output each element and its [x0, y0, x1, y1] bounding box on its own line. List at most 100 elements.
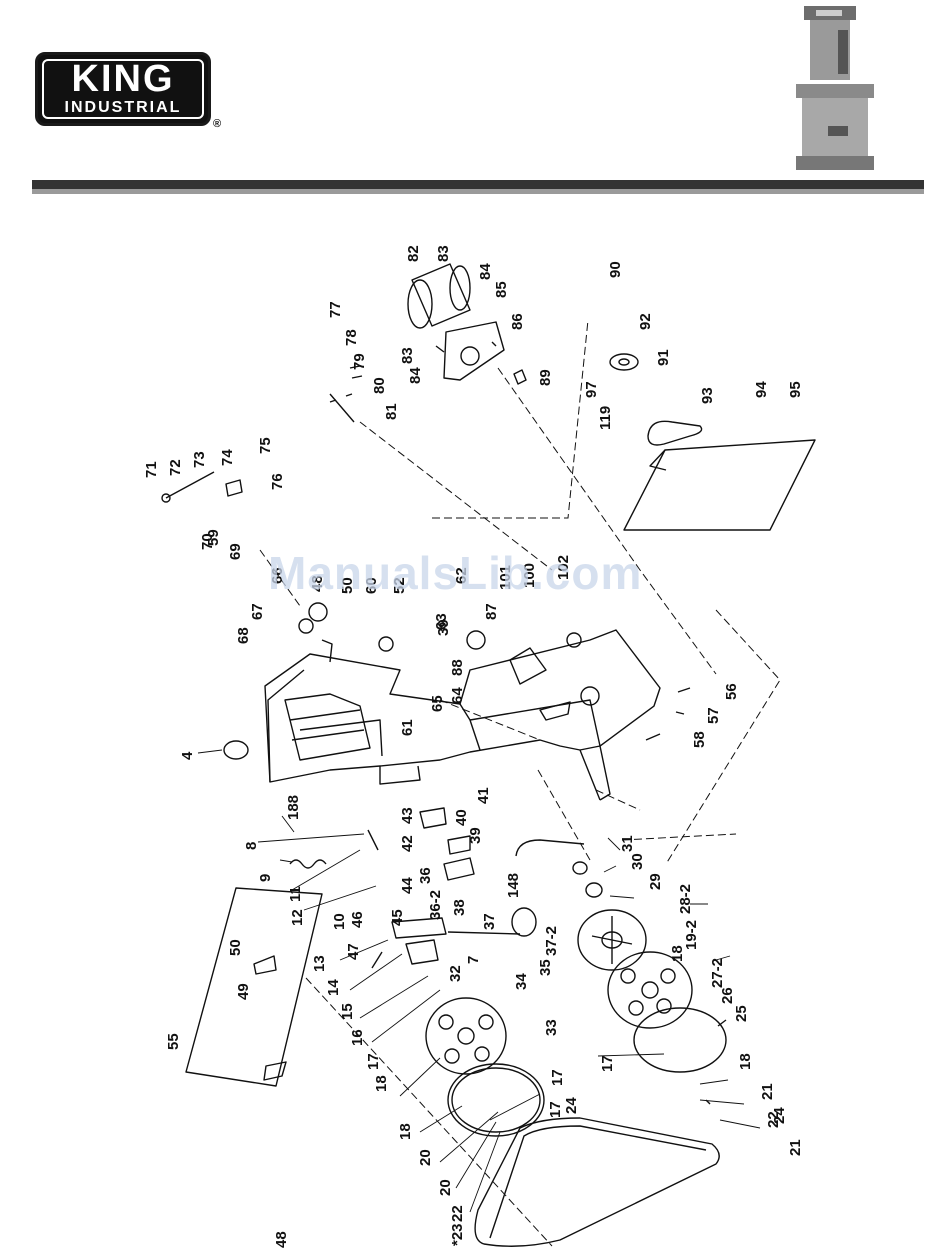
part-label: 69 — [227, 543, 244, 560]
door-panel-left — [185, 887, 323, 1087]
part-label: 52 — [391, 577, 408, 594]
king-industrial-logo: KING INDUSTRIAL — [35, 52, 211, 126]
side-panel-right — [623, 439, 816, 531]
exploded-parts-diagram: 4 7 8 9 10 11 12 13 14 15 16 17 17 17 17… — [143, 245, 816, 1248]
part-label: 18 — [669, 945, 686, 962]
part-label: 91 — [655, 349, 672, 366]
part-label: 33 — [543, 1019, 560, 1036]
part-label: 65 — [429, 695, 446, 712]
part-label: 18 — [397, 1123, 414, 1140]
part-label: 24 — [563, 1097, 580, 1114]
part-label: 21 — [759, 1083, 776, 1100]
part-label: 89 — [537, 369, 554, 386]
part-label: 17 — [549, 1069, 566, 1086]
part-label: 78 — [343, 329, 360, 346]
part-label: 22 — [765, 1111, 782, 1128]
part-label: 36 — [417, 867, 434, 884]
part-label: *23 — [449, 1223, 466, 1246]
part-label: 49 — [235, 983, 252, 1000]
part-label: 35 — [537, 959, 554, 976]
part-label: 15 — [339, 1003, 356, 1020]
part-label: 16 — [349, 1029, 366, 1046]
part-label: 39 — [435, 619, 452, 636]
part-label: 12 — [289, 909, 306, 926]
part-label: 101 — [497, 565, 514, 590]
part-label: 7 — [465, 956, 482, 964]
part-label: 95 — [787, 381, 804, 398]
part-label: 14 — [325, 979, 342, 996]
part-label: 55 — [165, 1033, 182, 1050]
part-label: 50 — [227, 939, 244, 956]
part-label: 28-2 — [677, 884, 694, 914]
part-label: 26 — [719, 987, 736, 1004]
part-label: 37-2 — [543, 926, 560, 956]
part-label: 8 — [243, 842, 260, 850]
part-label: 10 — [331, 913, 348, 930]
lower-wheel — [425, 997, 507, 1075]
part-label: 18 — [737, 1053, 754, 1070]
part-label: 39 — [467, 827, 484, 844]
part-label: 83 — [435, 245, 452, 262]
part-label: 79 — [351, 353, 368, 370]
part-label: 74 — [219, 449, 236, 466]
part-label: 46 — [349, 911, 366, 928]
part-label: 64 — [449, 687, 466, 704]
part-label: 75 — [257, 437, 274, 454]
part-label: 44 — [399, 877, 416, 894]
part-label: 71 — [143, 461, 160, 478]
part-label: 45 — [389, 909, 406, 926]
part-label: 50 — [339, 577, 356, 594]
part-label: 19-2 — [683, 920, 700, 950]
watermark-text: ManualsLib.com — [268, 547, 643, 599]
part-label: 63 — [433, 613, 450, 630]
part-label: 30 — [629, 853, 646, 870]
part-label: 73 — [191, 451, 208, 468]
part-label: 17 — [365, 1053, 382, 1070]
part-label: 34 — [513, 973, 530, 990]
part-label: 37 — [481, 913, 498, 930]
part-label: 66 — [269, 567, 286, 584]
part-label: 32 — [447, 965, 464, 982]
part-label: 42 — [399, 835, 416, 852]
part-label: 21 — [787, 1139, 804, 1156]
part-label: 102 — [555, 555, 572, 580]
part-label: 62 — [453, 567, 470, 584]
part-label: 4 — [179, 751, 196, 760]
bandsaw-thumbnail-image — [796, 6, 874, 170]
part-label: 92 — [637, 313, 654, 330]
part-label: 61 — [399, 719, 416, 736]
part-label: 100 — [521, 563, 538, 588]
part-label: 84 — [477, 263, 494, 280]
logo-word: KING — [71, 58, 175, 100]
part-label: 82 — [405, 245, 422, 262]
registered-mark: ® — [213, 118, 222, 130]
part-label: 87 — [483, 603, 500, 620]
part-label: 70 — [199, 533, 216, 550]
part-label: 88 — [449, 659, 466, 676]
part-label: 18 — [373, 1075, 390, 1092]
part-label: 11 — [287, 886, 304, 902]
part-label: 76 — [269, 473, 286, 490]
part-label: 38 — [451, 899, 468, 916]
part-label: 17 — [547, 1101, 564, 1118]
part-label: 188 — [285, 795, 302, 820]
part-label: 68 — [235, 627, 252, 644]
part-label: 90 — [607, 261, 624, 278]
part-label: 93 — [699, 387, 716, 404]
part-label: 31 — [619, 835, 636, 852]
part-label: 13 — [311, 955, 328, 972]
part-label: 67 — [249, 603, 266, 620]
part-label: 9 — [257, 874, 274, 882]
part-label: 27-2 — [709, 958, 726, 988]
part-label: 20 — [437, 1179, 454, 1196]
part-label: 59 — [205, 529, 222, 546]
frame-body — [264, 629, 661, 783]
part-label: 48 — [309, 575, 326, 592]
upper-wheel — [607, 951, 693, 1029]
part-label: 84 — [407, 367, 424, 384]
part-label: 80 — [371, 377, 388, 394]
part-label: 41 — [475, 787, 492, 804]
part-label: 86 — [509, 313, 526, 330]
part-label: 60 — [363, 577, 380, 594]
part-label: 22 — [449, 1205, 466, 1222]
